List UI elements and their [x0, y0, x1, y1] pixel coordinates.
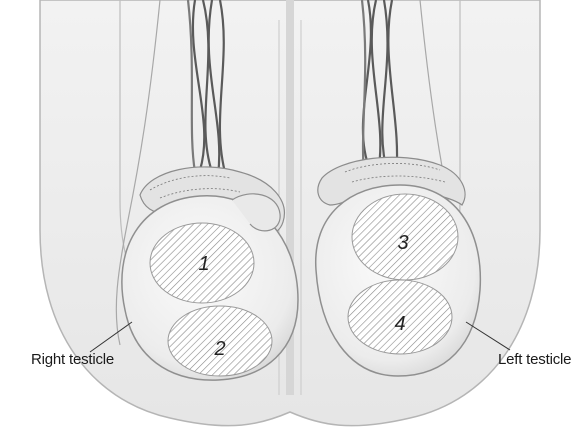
zone-4: 4 [348, 280, 452, 354]
left-testicle-label: Left testicle [498, 351, 571, 368]
zone-3: 3 [352, 194, 458, 280]
zone-1-label: 1 [198, 253, 209, 275]
zone-3-label: 3 [397, 232, 408, 254]
zone-2: 2 [168, 306, 272, 376]
zone-1: 1 [150, 223, 254, 303]
zone-4-label: 4 [394, 313, 405, 335]
zone-2-label: 2 [213, 338, 225, 360]
scrotum-outline [40, 0, 540, 426]
right-testicle-label: Right testicle [31, 351, 114, 368]
